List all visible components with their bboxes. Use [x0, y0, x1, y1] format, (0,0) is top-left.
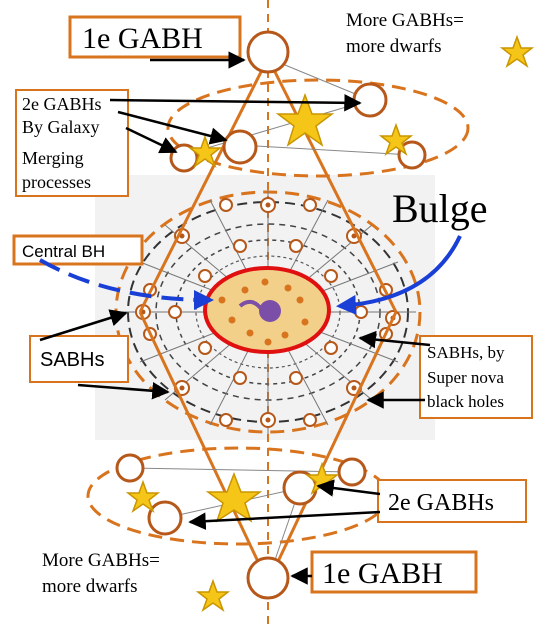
more-gabhs-bottom-line-2: more dwarfs — [42, 576, 138, 597]
more-gabhs-top-line-2: more dwarfs — [346, 36, 442, 57]
merging-line-4: processes — [22, 172, 91, 192]
central-bh-label: Central BH — [22, 242, 105, 261]
bulge-label: Bulge — [392, 186, 488, 231]
bottom-1e-gabh-label: 1e GABH — [322, 557, 443, 590]
central-bh-dot — [259, 300, 281, 322]
supernova-line-1: SABHs, by — [427, 343, 505, 362]
top-1e-gabh-circle — [248, 32, 288, 72]
merging-line-2: By Galaxy — [22, 117, 99, 137]
merging-line-3: Merging — [22, 148, 84, 168]
top-1e-gabh-label: 1e GABH — [82, 22, 203, 55]
supernova-line-3: black holes — [427, 392, 504, 411]
merging-line-1: 2e GABHs — [22, 94, 102, 114]
more-gabhs-bottom-line-1: More GABHs= — [42, 550, 160, 571]
sabhs-label: SABHs — [40, 349, 104, 371]
bottom-1e-gabh-circle — [248, 558, 288, 598]
more-gabhs-top-line-1: More GABHs= — [346, 10, 464, 31]
bottom-2e-gabhs-label: 2e GABHs — [388, 490, 494, 516]
supernova-line-2: Super nova — [427, 368, 504, 387]
